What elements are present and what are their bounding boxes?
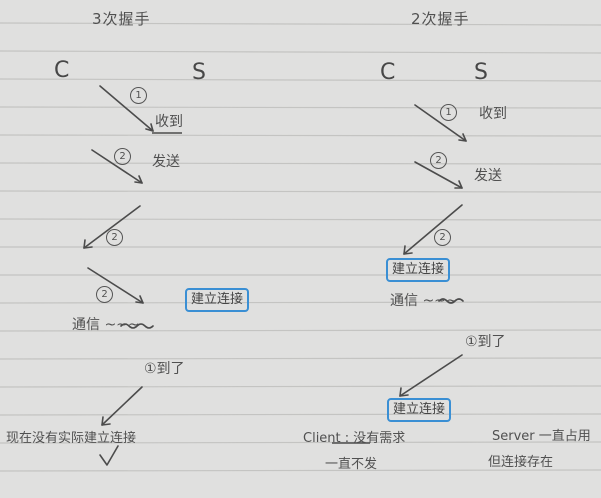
right-wave — [438, 298, 464, 304]
right-arrow-1 — [414, 104, 467, 142]
check-mark — [99, 445, 119, 466]
right-title: 2次握手 — [411, 10, 470, 28]
left-late-arrival: ①到了 — [144, 361, 185, 377]
left-communication: 通信 ~~~ — [72, 317, 140, 333]
left-arrow-5 — [101, 386, 143, 426]
right-late-established-box: 建立连接 — [387, 398, 452, 422]
left-step2-number: 2 — [114, 148, 131, 165]
right-established-box: 建立连接 — [386, 258, 451, 282]
left-step3-number: 2 — [106, 229, 123, 246]
right-server-note-2: 但连接存在 — [488, 455, 554, 470]
right-step2-number: 2 — [430, 152, 447, 169]
left-server-label: S — [192, 60, 206, 85]
left-bottom-note: 现在没有实际建立连接 — [6, 431, 137, 446]
right-arrow-4 — [399, 354, 463, 397]
left-established-box: 建立连接 — [185, 288, 250, 312]
left-client-label: C — [54, 58, 70, 83]
left-title: 3次握手 — [92, 10, 151, 28]
right-late-arrival: ①到了 — [465, 334, 506, 350]
left-step1-number: 1 — [130, 87, 147, 104]
right-step2-text: 发送 — [474, 168, 502, 184]
left-arrow-3 — [83, 205, 141, 249]
right-server-label: S — [474, 60, 488, 85]
right-step1-number: 1 — [440, 104, 457, 121]
right-client-note-1: Client : 没有需求 — [303, 431, 406, 446]
right-client-label: C — [380, 60, 396, 85]
right-client-note-2: 一直不发 — [325, 457, 378, 472]
right-arrow-3 — [403, 204, 463, 255]
left-step4-number: 2 — [96, 286, 113, 303]
left-wave — [120, 323, 154, 329]
left-step1-text: 收到 — [155, 114, 183, 130]
right-step1-text: 收到 — [479, 106, 507, 122]
right-server-note-1: Server 一直占用 — [492, 429, 591, 444]
left-arrow-2 — [91, 149, 143, 184]
right-communication: 通信 ~~~ — [390, 293, 458, 309]
right-step3-number: 2 — [434, 229, 451, 246]
right-arrow-2 — [414, 161, 463, 189]
left-arrow-1 — [99, 85, 154, 132]
left-step2-text: 发送 — [152, 154, 180, 170]
left-arrow-4 — [87, 267, 144, 304]
